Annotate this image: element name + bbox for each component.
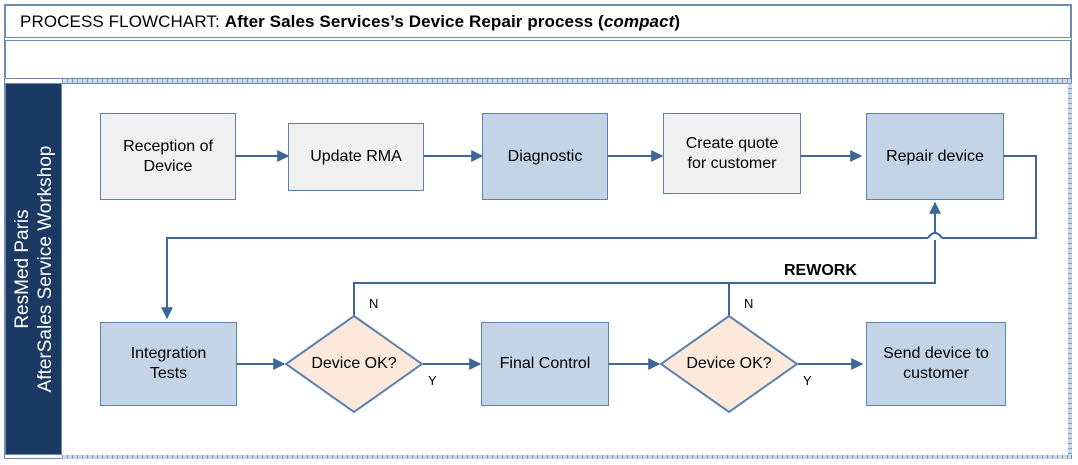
swimlane-header: ResMed Paris AfterSales Service Workshop (5, 83, 62, 455)
subtitle-band (5, 40, 1071, 79)
node-diagnostic-label: Diagnostic (507, 147, 583, 165)
dashed-separator-right (1068, 83, 1072, 455)
node-send-device[interactable]: Send device to customer (866, 322, 1006, 406)
node-update-rma[interactable]: Update RMA (288, 123, 424, 191)
node-integration-line2: Tests (149, 365, 188, 382)
dashed-separator-top (62, 79, 1071, 83)
node-reception-label: Reception of Device (123, 137, 213, 177)
page-title: PROCESS FLOWCHART: After Sales Services’… (20, 12, 680, 32)
diamond-shape-2 (660, 315, 798, 413)
node-create-quote[interactable]: Create quote for customer (663, 113, 801, 194)
node-quote-line1: Create quote (685, 134, 779, 152)
swimlane-label-text: ResMed Paris AfterSales Service Workshop (11, 146, 57, 393)
title-suffix: ) (674, 11, 681, 31)
node-send-line1: Send device to (883, 345, 989, 362)
node-update-rma-label: Update RMA (310, 148, 402, 165)
node-send-line2: customer (903, 365, 969, 382)
node-quote-line2: for customer (687, 154, 777, 172)
swimlane-line-2: AfterSales Service Workshop (34, 145, 56, 393)
canvas-top-rule (62, 83, 1068, 84)
node-final-control[interactable]: Final Control (481, 322, 609, 406)
node-integration-tests[interactable]: Integration Tests (100, 322, 237, 406)
branch-label-decision1-yes: Y (428, 373, 437, 388)
title-bar: PROCESS FLOWCHART: After Sales Services’… (5, 5, 1071, 38)
node-decision-device-ok-2[interactable]: Device OK? (660, 315, 798, 413)
node-create-quote-label: Create quote for customer (686, 134, 779, 174)
node-repair-device[interactable]: Repair device (866, 113, 1004, 200)
node-send-label: Send device to customer (883, 344, 989, 384)
swimlane-line-1: ResMed Paris (11, 209, 33, 329)
diamond-shape-1 (285, 315, 423, 413)
branch-label-decision1-no: N (369, 296, 379, 311)
title-subject: After Sales Services’s Device Repair pro… (224, 11, 604, 31)
node-diagnostic[interactable]: Diagnostic (482, 113, 608, 200)
node-integration-label: Integration Tests (131, 344, 207, 384)
branch-label-decision2-no: N (744, 296, 754, 311)
node-reception-of-device[interactable]: Reception of Device (100, 113, 236, 200)
dashed-separator-bottom (62, 455, 1071, 459)
node-repair-label: Repair device (886, 147, 984, 165)
node-integration-line1: Integration (130, 345, 207, 362)
title-emphasis: compact (603, 11, 675, 31)
annotation-rework: REWORK (784, 262, 857, 279)
node-decision-device-ok-1[interactable]: Device OK? (285, 315, 423, 413)
node-final-control-label: Final Control (499, 355, 591, 372)
node-reception-line2: Device (143, 157, 193, 175)
node-reception-line1: Reception of (123, 137, 213, 155)
branch-label-decision2-yes: Y (803, 373, 812, 388)
title-prefix: PROCESS FLOWCHART: (20, 11, 220, 31)
